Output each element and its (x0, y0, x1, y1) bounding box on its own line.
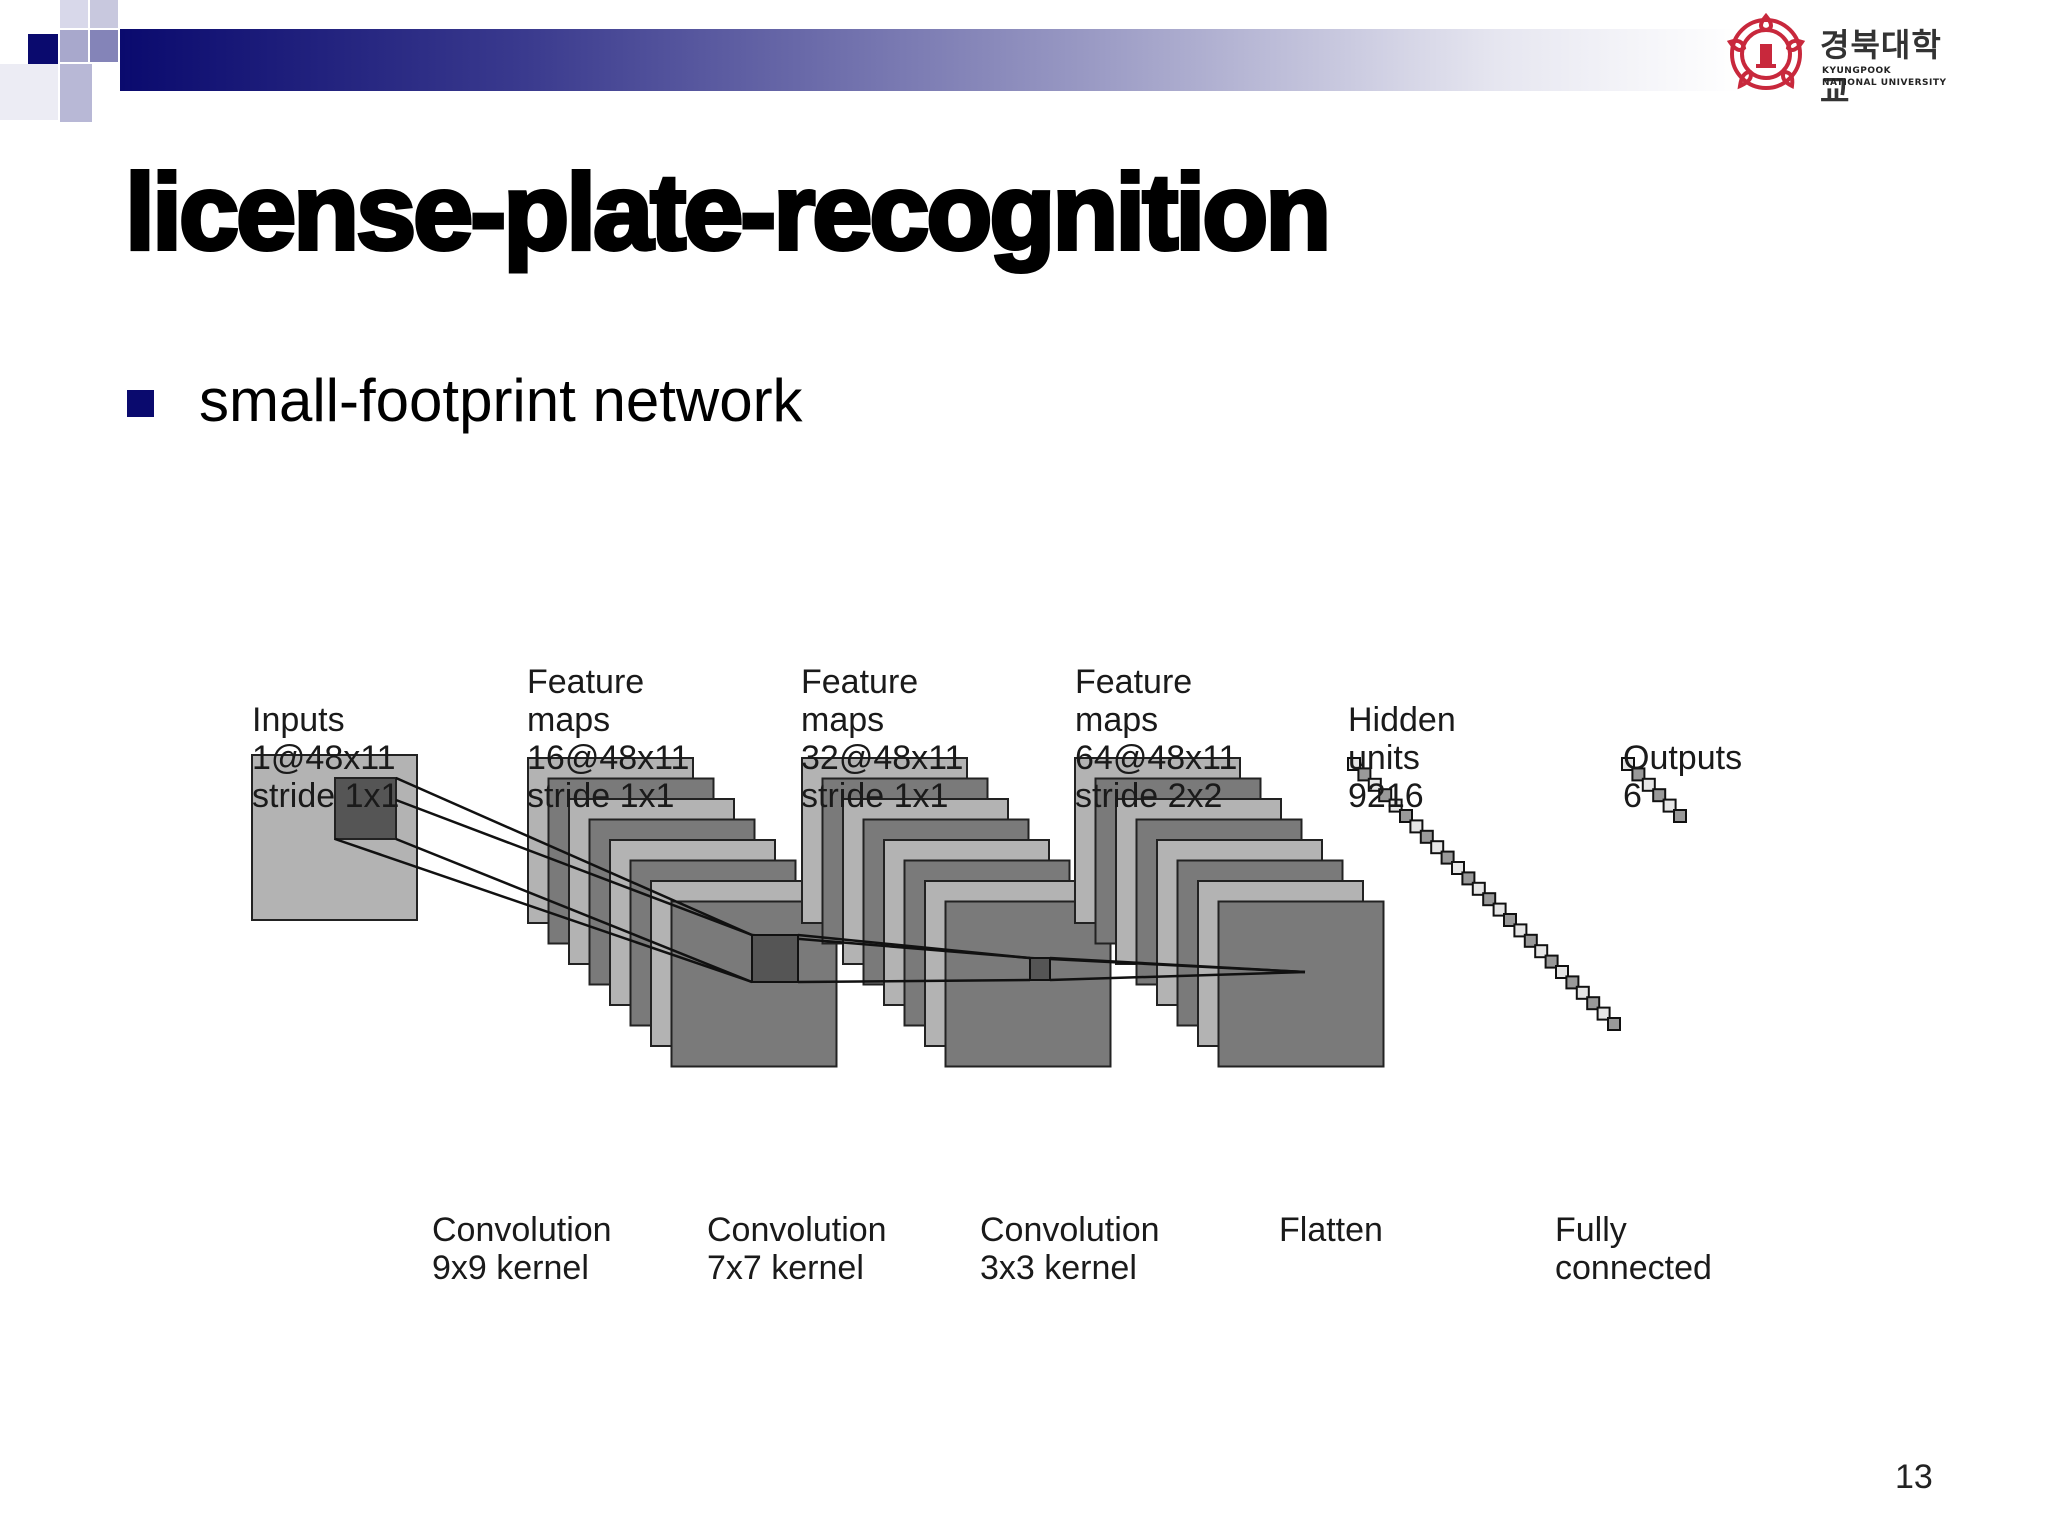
bullet-text: small-footprint network (199, 367, 803, 434)
hidden-unit (1523, 933, 1538, 948)
hidden-unit (1503, 913, 1517, 927)
logo-english-line2: NATIONAL UNIVERSITY (1822, 78, 1947, 88)
hidden-units-column (1347, 757, 1621, 1031)
university-seal-icon (1726, 12, 1806, 90)
op-label-flatten: Flatten (1279, 1211, 1383, 1249)
hidden-unit (1544, 954, 1559, 969)
corner-square-light (0, 64, 58, 120)
kernel-window-conv1 (751, 934, 799, 983)
hidden-unit (1555, 965, 1569, 979)
hidden-unit (1409, 819, 1424, 834)
hidden-unit (1565, 975, 1580, 990)
output-unit (1631, 767, 1646, 782)
hidden-unit (1471, 881, 1486, 896)
hidden-unit (1419, 829, 1434, 844)
hidden-unit (1378, 788, 1393, 803)
output-unit (1621, 757, 1635, 771)
projection-lines (334, 776, 1306, 984)
hidden-unit (1534, 944, 1549, 959)
hidden-unit (1347, 757, 1361, 771)
feature-map-3-slice (1217, 900, 1385, 1068)
output-units-column (1621, 757, 1687, 823)
corner-square-light (60, 30, 88, 62)
hidden-unit (1440, 850, 1455, 865)
corner-square-light (90, 0, 118, 28)
hidden-unit (1451, 861, 1465, 875)
output-unit (1673, 809, 1687, 823)
output-unit (1662, 798, 1677, 813)
output-unit (1641, 777, 1656, 792)
logo-korean-name: 경북대학교 (1820, 26, 1942, 110)
hidden-unit (1596, 1006, 1611, 1021)
logo-english-line1: KYUNGPOOK (1822, 66, 1892, 76)
feature-map-1-slice (670, 900, 838, 1068)
corner-square-light (60, 0, 88, 28)
header-gradient-bar (120, 29, 1740, 91)
corner-square-light (60, 64, 92, 122)
hidden-unit (1357, 767, 1372, 782)
hidden-unit (1388, 798, 1403, 813)
hidden-unit (1586, 996, 1601, 1011)
hidden-unit (1492, 902, 1507, 917)
hidden-unit (1575, 985, 1590, 1000)
hidden-unit (1607, 1017, 1621, 1031)
kernel-window-conv2 (1029, 957, 1051, 981)
university-logo: 경북대학교 KYUNGPOOK NATIONAL UNIVERSITY (1718, 8, 1958, 110)
hidden-unit (1367, 777, 1382, 792)
input-kernel-window (334, 777, 397, 840)
hidden-unit (1399, 809, 1413, 823)
hidden-unit (1513, 923, 1528, 938)
page-number: 13 (1895, 1458, 1933, 1496)
corner-square-light (90, 30, 118, 62)
slide-title: license-plate-recognition (123, 151, 1333, 272)
output-unit (1652, 788, 1667, 803)
feature-map-2-slice (944, 900, 1112, 1068)
hidden-unit (1482, 892, 1497, 907)
hidden-unit (1430, 840, 1445, 855)
bullet-square-icon (127, 390, 154, 417)
hidden-unit (1461, 871, 1476, 886)
corner-square-dark (28, 34, 58, 64)
